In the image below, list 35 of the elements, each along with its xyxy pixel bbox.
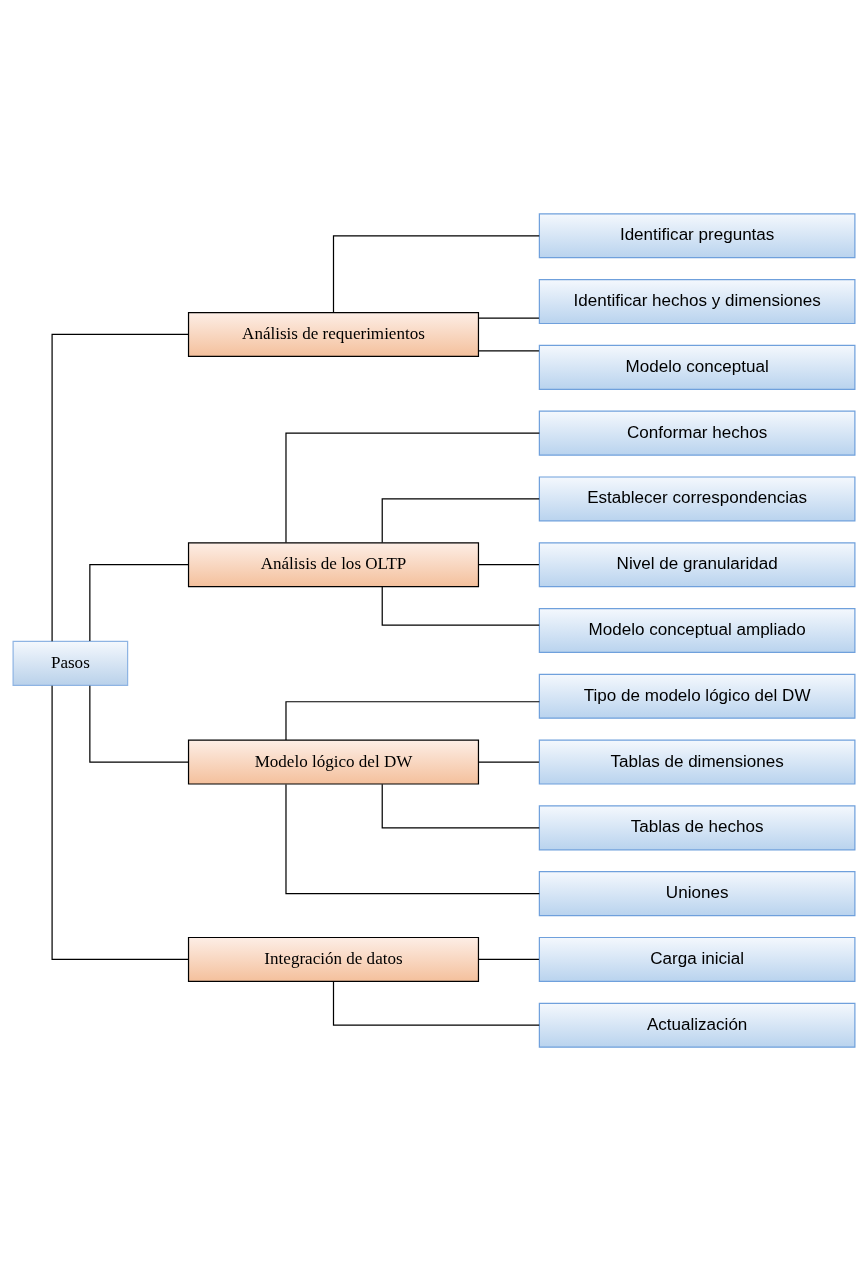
connector <box>381 498 540 544</box>
node-box: Carga inicial <box>538 936 856 982</box>
connector <box>285 432 540 543</box>
connector <box>89 564 189 642</box>
connector <box>332 235 540 313</box>
connector <box>381 586 540 626</box>
node-box: Nivel de granularidad <box>538 542 856 588</box>
node-box: Modelo conceptual <box>538 344 856 390</box>
node-box: Tablas de hechos <box>538 805 856 851</box>
connector <box>332 981 540 1026</box>
node-box: Pasos <box>12 640 129 686</box>
connector <box>478 564 540 566</box>
connector <box>285 783 540 895</box>
node-box: Tipo de modelo lógico del DW <box>538 673 856 719</box>
node-box: Conformar hechos <box>538 410 856 456</box>
node-box: Análisis de requerimientos <box>187 311 480 357</box>
connector <box>89 685 189 763</box>
connector <box>51 685 189 961</box>
connector <box>51 333 189 642</box>
node-box: Modelo conceptual ampliado <box>538 607 856 654</box>
node-box: Análisis de los OLTP <box>187 542 480 588</box>
connector <box>285 701 540 741</box>
node-box: Modelo lógico del DW <box>187 739 480 785</box>
node-box: Establecer correspondencias <box>538 476 856 522</box>
node-box: Identificar hechos y dimensiones <box>538 279 856 325</box>
node-box: Tablas de dimensiones <box>538 739 856 785</box>
connector <box>478 350 540 352</box>
connector <box>478 958 540 961</box>
node-box: Actualización <box>538 1002 856 1048</box>
node-box: Identificar preguntas <box>538 213 856 259</box>
connector <box>478 761 540 763</box>
connector <box>381 783 540 829</box>
node-box: Uniones <box>538 871 856 917</box>
connector <box>478 317 540 319</box>
node-box: Integración de datos <box>187 936 480 982</box>
